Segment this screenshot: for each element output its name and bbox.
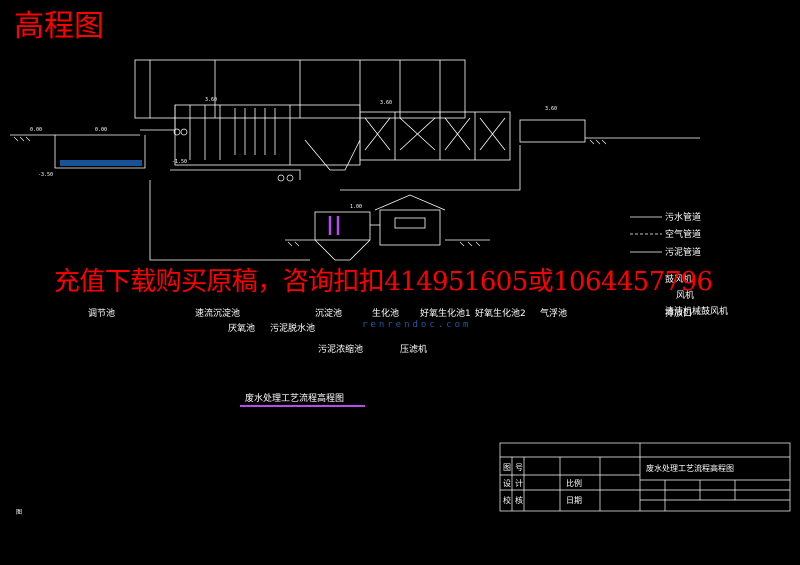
middle-tank (174, 104, 361, 166)
label-air-flotation: 气浮池 (540, 307, 567, 319)
label-sedimentation: 沉淀池 (315, 307, 342, 319)
legend-blower: 鼓风机 (665, 273, 692, 285)
label-anaerobic: 厌氧池 (228, 322, 255, 334)
title-block-cell: 核 (515, 495, 523, 505)
blower-icon (277, 174, 285, 182)
legend-sludge-pipe: 污泥管道 (665, 246, 701, 258)
elevation-mark: 3.60 (380, 100, 392, 106)
legend-cleaning-blower: 清洁机械鼓风机 (665, 305, 728, 317)
drawing-title: 废水处理工艺流程高程图 (245, 392, 344, 404)
label-outlet: 排放口 (665, 307, 692, 319)
legend-fan: 风机 (676, 289, 694, 301)
right-tank (359, 111, 511, 161)
title-block-drawing-name: 废水处理工艺流程高程图 (646, 463, 734, 473)
main-pipe-left (140, 105, 176, 131)
sludge-return-pipe (149, 180, 310, 261)
title-block-cell: 计 (515, 478, 523, 488)
settling-hopper (304, 139, 361, 171)
elevation-mark: 3.60 (545, 106, 557, 112)
elevation-mark: 3.60 (205, 97, 217, 103)
label-adjustment-tank: 调节池 (88, 307, 115, 319)
watermark-site: renrendoc.com (362, 320, 472, 330)
legend-air-pipe: 空气管道 (665, 228, 701, 240)
blower-icon (286, 174, 294, 182)
label-sludge-dewatering: 污泥脱水池 (270, 322, 315, 334)
title-block-cell: 比例 (566, 478, 582, 488)
label-sludge-thickener: 污泥浓缩池 (318, 343, 363, 355)
blower-icon (180, 128, 188, 136)
legend-sewage-pipe: 污水管道 (665, 211, 701, 223)
title-block-cell: 图 (503, 463, 511, 472)
title-block-cell: 日期 (566, 496, 582, 505)
elevation-mark: -1.50 (172, 159, 187, 165)
corner-mark: 图 (16, 509, 23, 516)
elevation-mark: -3.50 (38, 172, 53, 178)
page-title: 高程图 (14, 9, 104, 44)
filter-press-house (374, 194, 446, 211)
title-block-cell: 号 (515, 463, 523, 472)
title-block-cell: 设 (503, 478, 511, 488)
blower-icon (173, 128, 181, 136)
elevation-mark: 0.00 (95, 127, 107, 133)
watermark-text: 充值下载购买原稿，咨询扣扣414951605或1064457796 (54, 267, 713, 297)
title-block (499, 442, 791, 512)
left-sump (54, 135, 146, 169)
water-fill-left (60, 160, 142, 166)
elevation-mark: 1.00 (350, 204, 362, 210)
air-flotation-tank (519, 119, 586, 143)
elevation-mark: 0.00 (30, 127, 42, 133)
title-block-cell: 校 (503, 495, 511, 505)
label-aerobic-2: 好氧生化池2 (475, 307, 526, 319)
label-aerobic-1: 好氧生化池1 (420, 307, 471, 319)
label-bio-tank: 生化池 (372, 307, 399, 319)
label-filter-press: 压滤机 (400, 343, 427, 355)
sludge-thickener (314, 211, 371, 241)
label-rapid-settling: 速流沉淀池 (195, 307, 240, 319)
